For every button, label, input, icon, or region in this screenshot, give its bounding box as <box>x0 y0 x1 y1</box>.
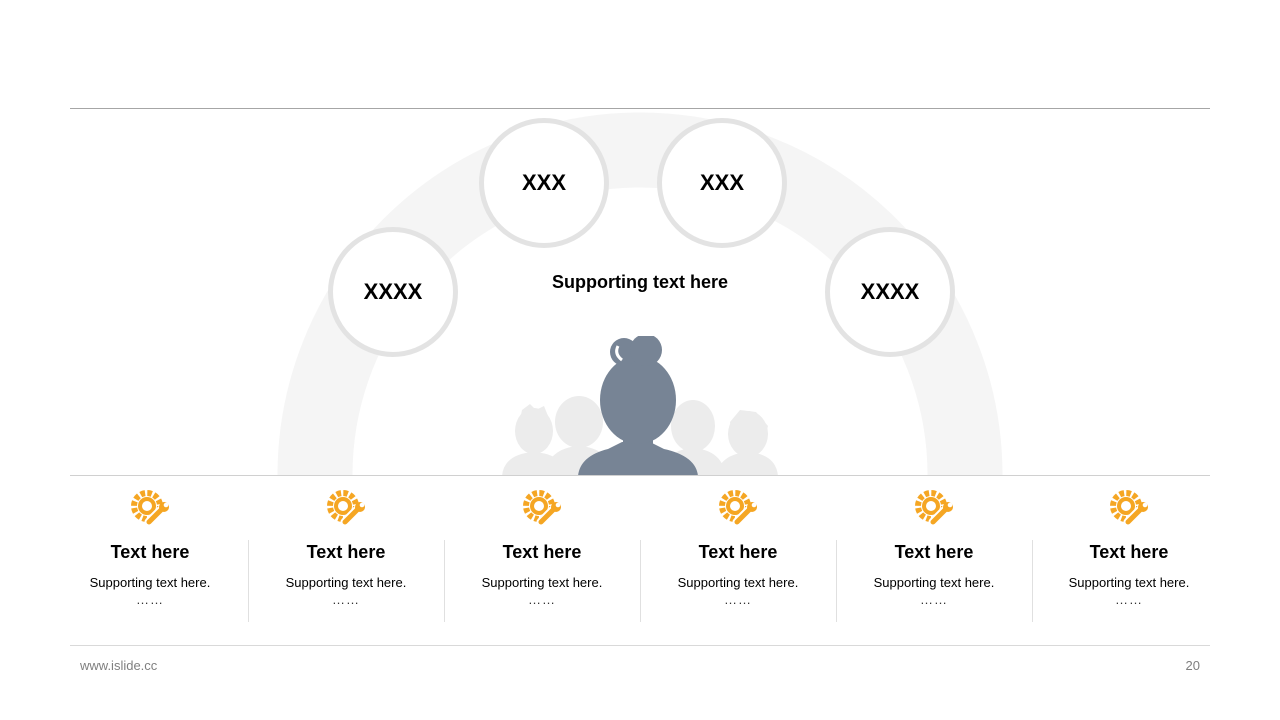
column-divider <box>1032 540 1033 622</box>
gear-wrench-icon <box>131 490 169 527</box>
feature-title: Text here <box>306 542 386 562</box>
column-divider <box>248 540 249 622</box>
feature-item-2: Text here Supporting text here. …… <box>248 488 444 607</box>
feature-subtitle: Supporting text here. <box>89 575 211 590</box>
middle-divider <box>70 475 1210 476</box>
bubble-4: XXXX <box>825 227 955 357</box>
center-supporting-text: Supporting text here <box>551 272 728 292</box>
feature-title: Text here <box>894 542 974 562</box>
feature-ellipsis: …… <box>332 592 360 607</box>
feature-subtitle: Supporting text here. <box>285 575 407 590</box>
feature-subtitle: Supporting text here. <box>677 575 799 590</box>
column-divider <box>836 540 837 622</box>
feature-ellipsis: …… <box>724 592 752 607</box>
feature-title: Text here <box>1089 542 1169 562</box>
feature-ellipsis: …… <box>528 592 556 607</box>
feature-item-6: Text here Supporting text here. …… <box>1031 488 1227 607</box>
people-group-icon <box>502 336 778 476</box>
feature-item-1: Text here Supporting text here. …… <box>52 488 248 607</box>
bubble-1: XXXX <box>328 227 458 357</box>
footer-url: www.islide.cc <box>80 658 158 673</box>
gear-wrench-icon <box>915 490 953 527</box>
feature-subtitle: Supporting text here. <box>481 575 603 590</box>
feature-subtitle: Supporting text here. <box>1068 575 1190 590</box>
gear-wrench-icon <box>719 490 757 527</box>
page-number: 20 <box>1185 658 1200 673</box>
bubble-3: XXX <box>657 118 787 248</box>
feature-title: Text here <box>502 542 582 562</box>
bottom-divider <box>70 645 1210 646</box>
feature-ellipsis: …… <box>920 592 948 607</box>
bubble-2: XXX <box>479 118 609 248</box>
feature-item-5: Text here Supporting text here. …… <box>836 488 1032 607</box>
gear-wrench-icon <box>1110 490 1148 527</box>
feature-ellipsis: …… <box>1115 592 1143 607</box>
feature-subtitle: Supporting text here. <box>873 575 995 590</box>
feature-ellipsis: …… <box>136 592 164 607</box>
gear-wrench-icon <box>327 490 365 527</box>
feature-title: Text here <box>110 542 190 562</box>
column-divider <box>444 540 445 622</box>
column-divider <box>640 540 641 622</box>
gear-wrench-icon <box>523 490 561 527</box>
feature-item-3: Text here Supporting text here. …… <box>444 488 640 607</box>
feature-title: Text here <box>698 542 778 562</box>
top-divider <box>70 108 1210 109</box>
feature-item-4: Text here Supporting text here. …… <box>640 488 836 607</box>
